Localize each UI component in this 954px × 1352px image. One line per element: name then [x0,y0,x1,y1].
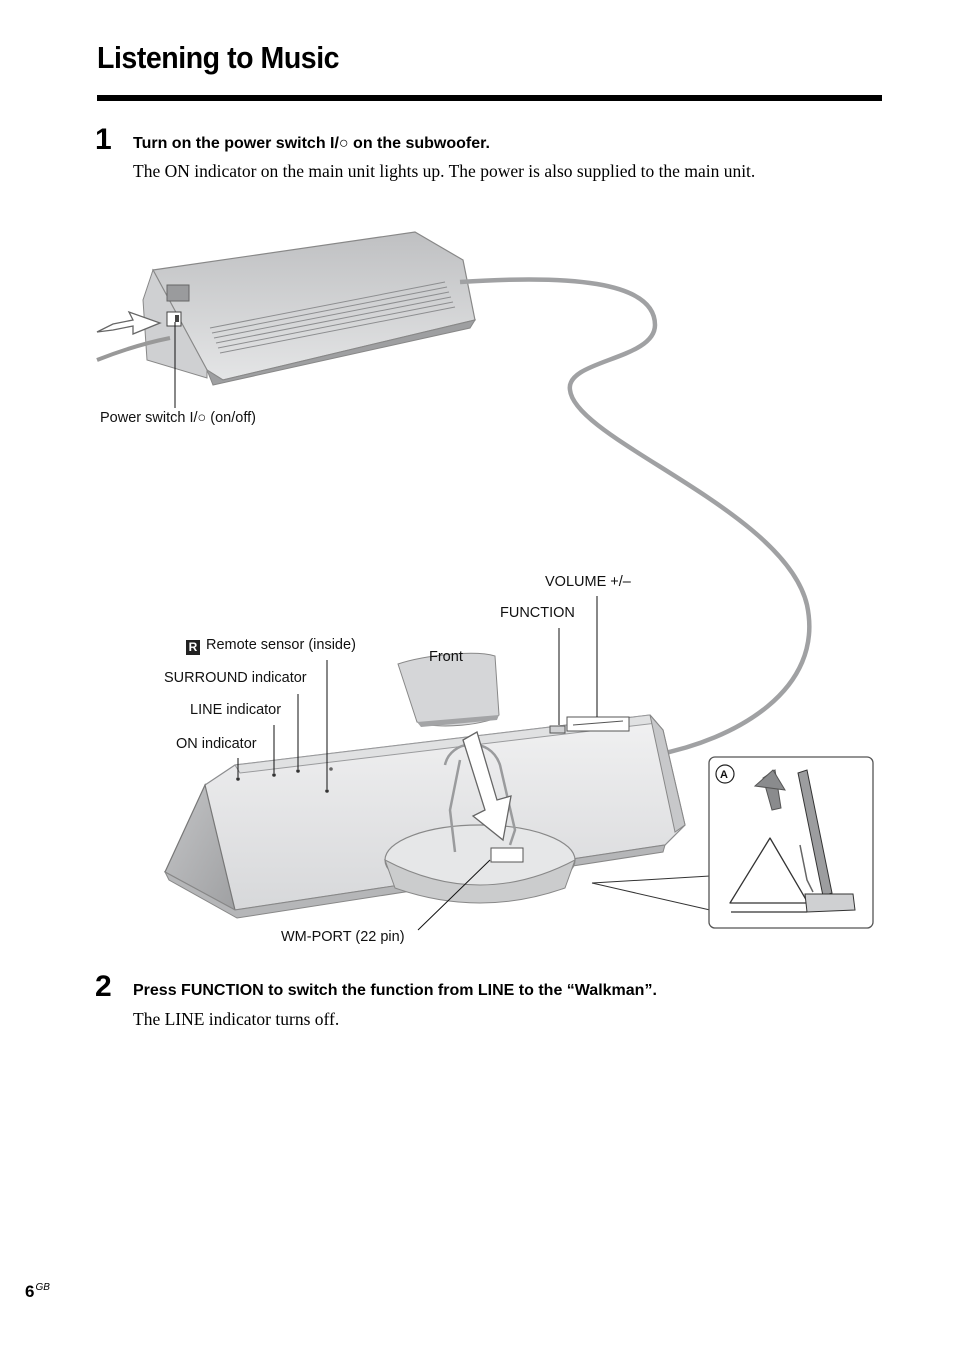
inset-marker-label: A [720,769,728,781]
volume-label: VOLUME +/– [545,574,631,590]
step-2-body: The LINE indicator turns off. [133,1009,340,1029]
remote-sensor-icon: R [186,640,200,655]
step-2-number: 2 [95,970,112,1003]
on-indicator-label: ON indicator [176,736,257,752]
function-label: FUNCTION [500,605,575,621]
step-1-heading: Turn on the power switch I/○ on the subw… [133,135,490,152]
setup-illustration: Power switch I/○ (on/off) VOLUME +/– FUN… [95,220,885,955]
page-number: 6GB [25,1282,50,1302]
power-arrow [96,310,162,335]
line-indicator-label: LINE indicator [190,702,282,718]
step-1-number: 1 [95,123,112,156]
title-rule [97,95,882,101]
remote-sensor-text: Remote sensor (inside) [206,637,356,653]
callout-lines [237,596,598,931]
setup-drawing [96,231,874,931]
page-number-suffix: GB [35,1282,50,1293]
step-1-body: The ON indicator on the main unit lights… [133,161,756,181]
front-label: Front [429,649,463,665]
wm-port-label: WM-PORT (22 pin) [281,929,405,945]
main-unit [163,652,686,919]
inset-box [591,756,874,929]
page-number-value: 6 [25,1282,35,1301]
step-2-heading: Press FUNCTION to switch the function fr… [133,982,657,999]
power-switch-label: Power switch I/○ (on/off) [100,410,256,426]
subwoofer [142,231,477,386]
surround-indicator-label: SURROUND indicator [164,670,307,686]
remote-sensor-label: R Remote sensor (inside) [186,636,356,655]
page-title: Listening to Music [97,40,340,75]
